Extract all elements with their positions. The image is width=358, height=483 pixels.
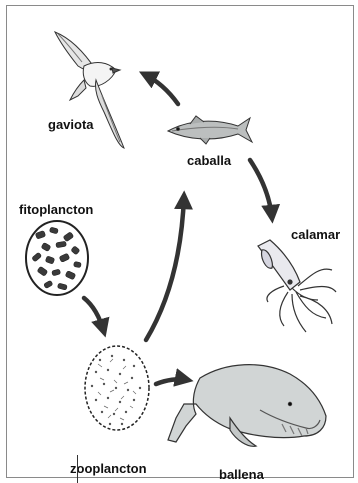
phytoplankton-icon [26,221,88,295]
zooplankton-icon [85,346,149,430]
arrow-fitoplancton-to-zooplancton [84,298,104,332]
label-gaviota: gaviota [48,117,94,132]
label-zooplancton: zooplancton [70,461,147,476]
label-ballena: ballena [219,467,264,482]
mackerel-icon [168,116,252,144]
arrow-caballa-to-gaviota [144,74,178,104]
arrow-caballa-to-calamar [250,160,272,218]
text-cursor [77,455,78,483]
squid-icon [258,240,336,332]
label-calamar: calamar [291,227,340,242]
label-caballa: caballa [187,153,231,168]
arrow-zooplancton-to-ballena [156,379,188,384]
arrow-zooplancton-to-caballa [146,196,184,340]
label-fitoplancton: fitoplancton [19,202,93,217]
whale-icon [168,365,326,447]
